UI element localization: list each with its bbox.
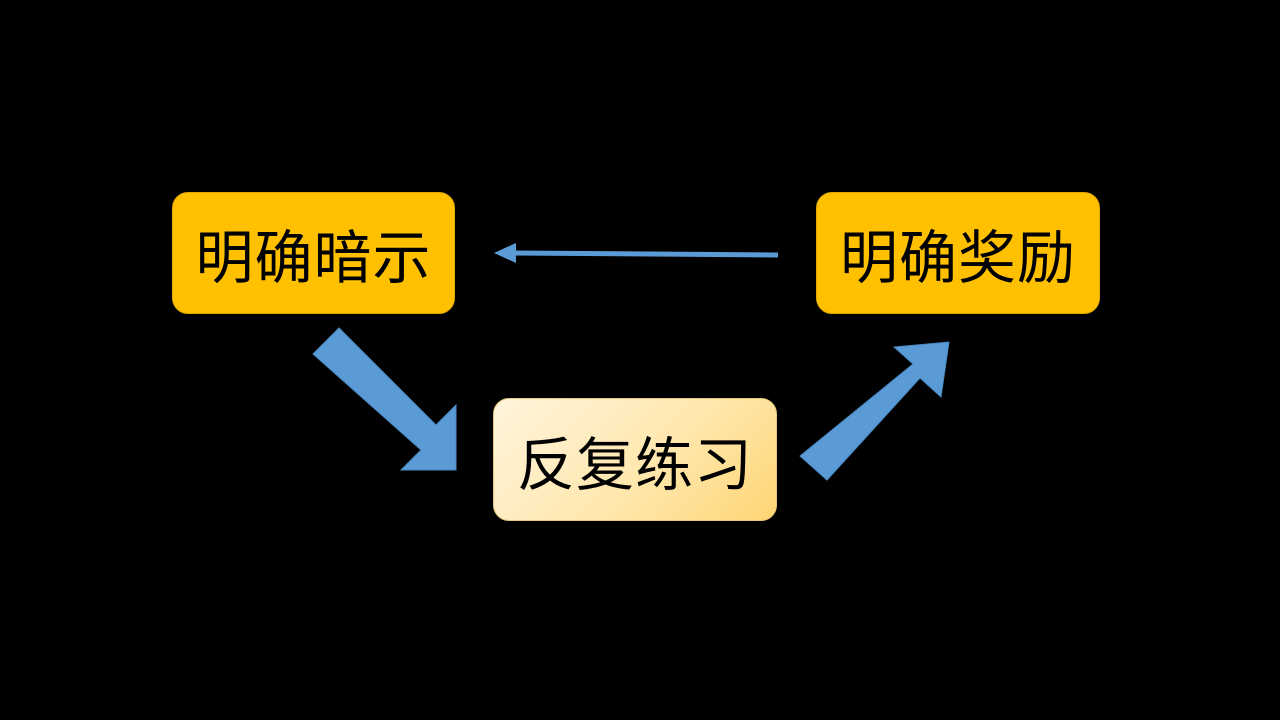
node-practice: 反复练习 <box>493 398 777 521</box>
node-practice-label: 反复练习 <box>516 430 753 499</box>
node-cue: 明确暗示 <box>172 192 455 314</box>
node-reward-label: 明确奖励 <box>839 224 1076 292</box>
arrow-cue-to-practice <box>312 327 457 471</box>
arrow-reward-to-cue-line <box>511 250 779 258</box>
node-reward: 明确奖励 <box>816 192 1100 314</box>
node-cue-label: 明确暗示 <box>195 224 432 292</box>
arrow-practice-to-reward <box>799 341 950 481</box>
arrow-reward-to-cue-head <box>494 243 516 263</box>
